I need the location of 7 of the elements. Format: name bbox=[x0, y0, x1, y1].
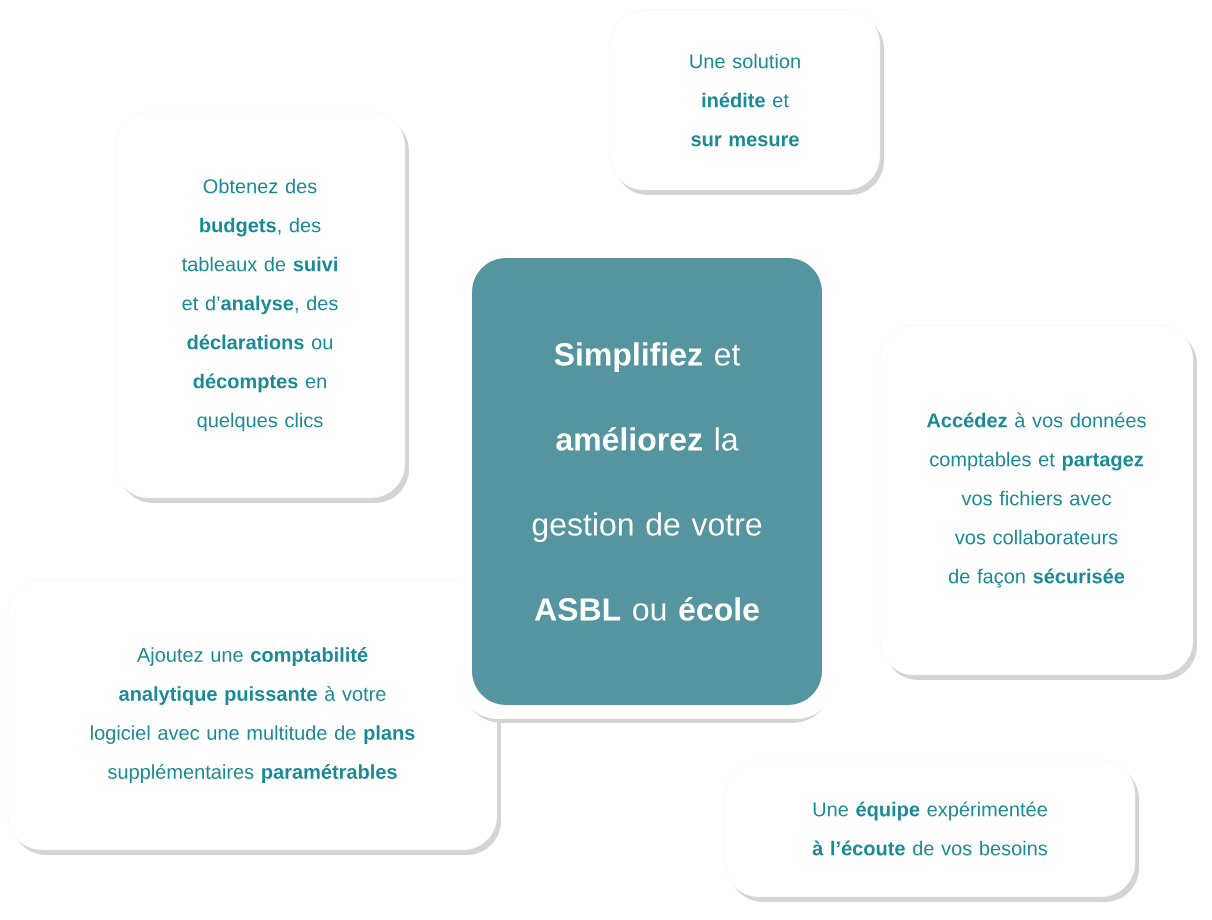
node-label: Simplifiez et améliorez la gestion de votre ASBL ou école bbox=[532, 342, 762, 621]
text-card: Ajoutez une comptabilité analytique puissante à votre logiciel avec une multitude de plans supplémentaires paramétrables bbox=[7, 579, 501, 855]
text-card: Une équipe expérimentée à l’écoute de vos besoins bbox=[724, 759, 1139, 902]
text-card: Accédez à vos données comptables et partagez vos fichiers avec vos collaborateurs de façon sécurisée bbox=[879, 324, 1197, 680]
text-card: Une solution inédite et sur mesure bbox=[609, 9, 884, 195]
center-box: Simplifiez et améliorez la gestion de votre ASBL ou école bbox=[458, 244, 836, 723]
text-card: Obtenez des budgets, des tableaux de suivi et d’analyse, des déclarations ou décomptes en quelques clics bbox=[114, 111, 409, 503]
